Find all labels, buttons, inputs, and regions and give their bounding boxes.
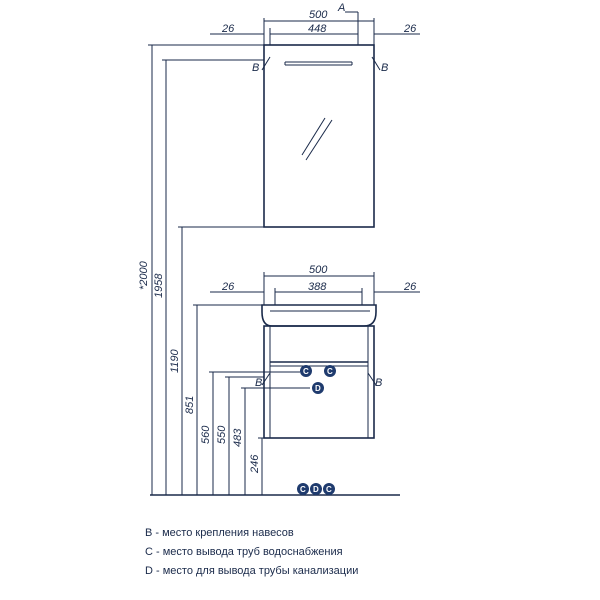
svg-text:C: C <box>300 485 306 494</box>
drawer-front <box>269 365 369 439</box>
dim-height-483: 483 <box>232 428 244 447</box>
legend-d: D - место для вывода трубы канализации <box>145 565 359 577</box>
dim-top-width-total: 500 <box>309 9 328 21</box>
dim-top-width-inner: 448 <box>308 23 327 35</box>
label-b-top-right: B <box>381 62 388 74</box>
dim-bottom-width-inner: 388 <box>308 281 327 293</box>
mirror-cabinet <box>263 44 375 228</box>
mirror-reflection-line <box>305 119 333 161</box>
dim-height-2000: *2000 <box>138 260 150 290</box>
dim-bottom-side-right: 26 <box>403 281 417 293</box>
svg-text:C: C <box>327 367 333 376</box>
marker-d <box>312 382 324 394</box>
label-b-bottom-left: B <box>255 377 262 389</box>
dim-bottom-side-left: 26 <box>221 281 235 293</box>
label-b-top-left: B <box>252 62 259 74</box>
dim-bottom-width-total: 500 <box>309 264 328 276</box>
dim-height-1190: 1190 <box>169 348 181 373</box>
height-dimensions: *2000 1958 1190 851 560 550 483 246 <box>138 44 310 495</box>
dim-top-side-left: 26 <box>221 23 235 35</box>
washbasin <box>261 304 377 327</box>
marker-c-floor-right <box>323 483 335 495</box>
dim-top-side-right: 26 <box>403 23 417 35</box>
vanity-unit <box>261 304 377 439</box>
svg-text:C: C <box>303 367 309 376</box>
mirror-reflection-line <box>301 117 326 156</box>
marker-c-left <box>300 365 312 377</box>
marker-c-floor-left <box>297 483 309 495</box>
dim-height-851: 851 <box>184 396 196 414</box>
dim-height-550: 550 <box>216 425 228 444</box>
bottom-dimensions: 500 388 26 26 B B <box>210 264 420 389</box>
label-b-bottom-right: B <box>375 377 382 389</box>
vanity-body <box>263 325 375 439</box>
markers: C C D C D C <box>297 365 336 495</box>
mirror-cabinet-body <box>263 44 375 228</box>
legend-c: C - место вывода труб водоснабжения <box>145 546 343 558</box>
marker-d-floor <box>310 483 322 495</box>
legend-b: B - место крепления навесов <box>145 527 294 539</box>
dim-height-1958: 1958 <box>153 273 165 298</box>
dim-height-560: 560 <box>200 425 212 444</box>
svg-text:D: D <box>313 485 319 494</box>
dim-height-246: 246 <box>249 454 261 474</box>
svg-text:C: C <box>326 485 332 494</box>
top-dimensions: 500 A 448 26 26 B B <box>210 2 420 74</box>
marker-c-right <box>324 365 336 377</box>
label-a: A <box>337 2 345 14</box>
svg-text:D: D <box>315 384 321 393</box>
